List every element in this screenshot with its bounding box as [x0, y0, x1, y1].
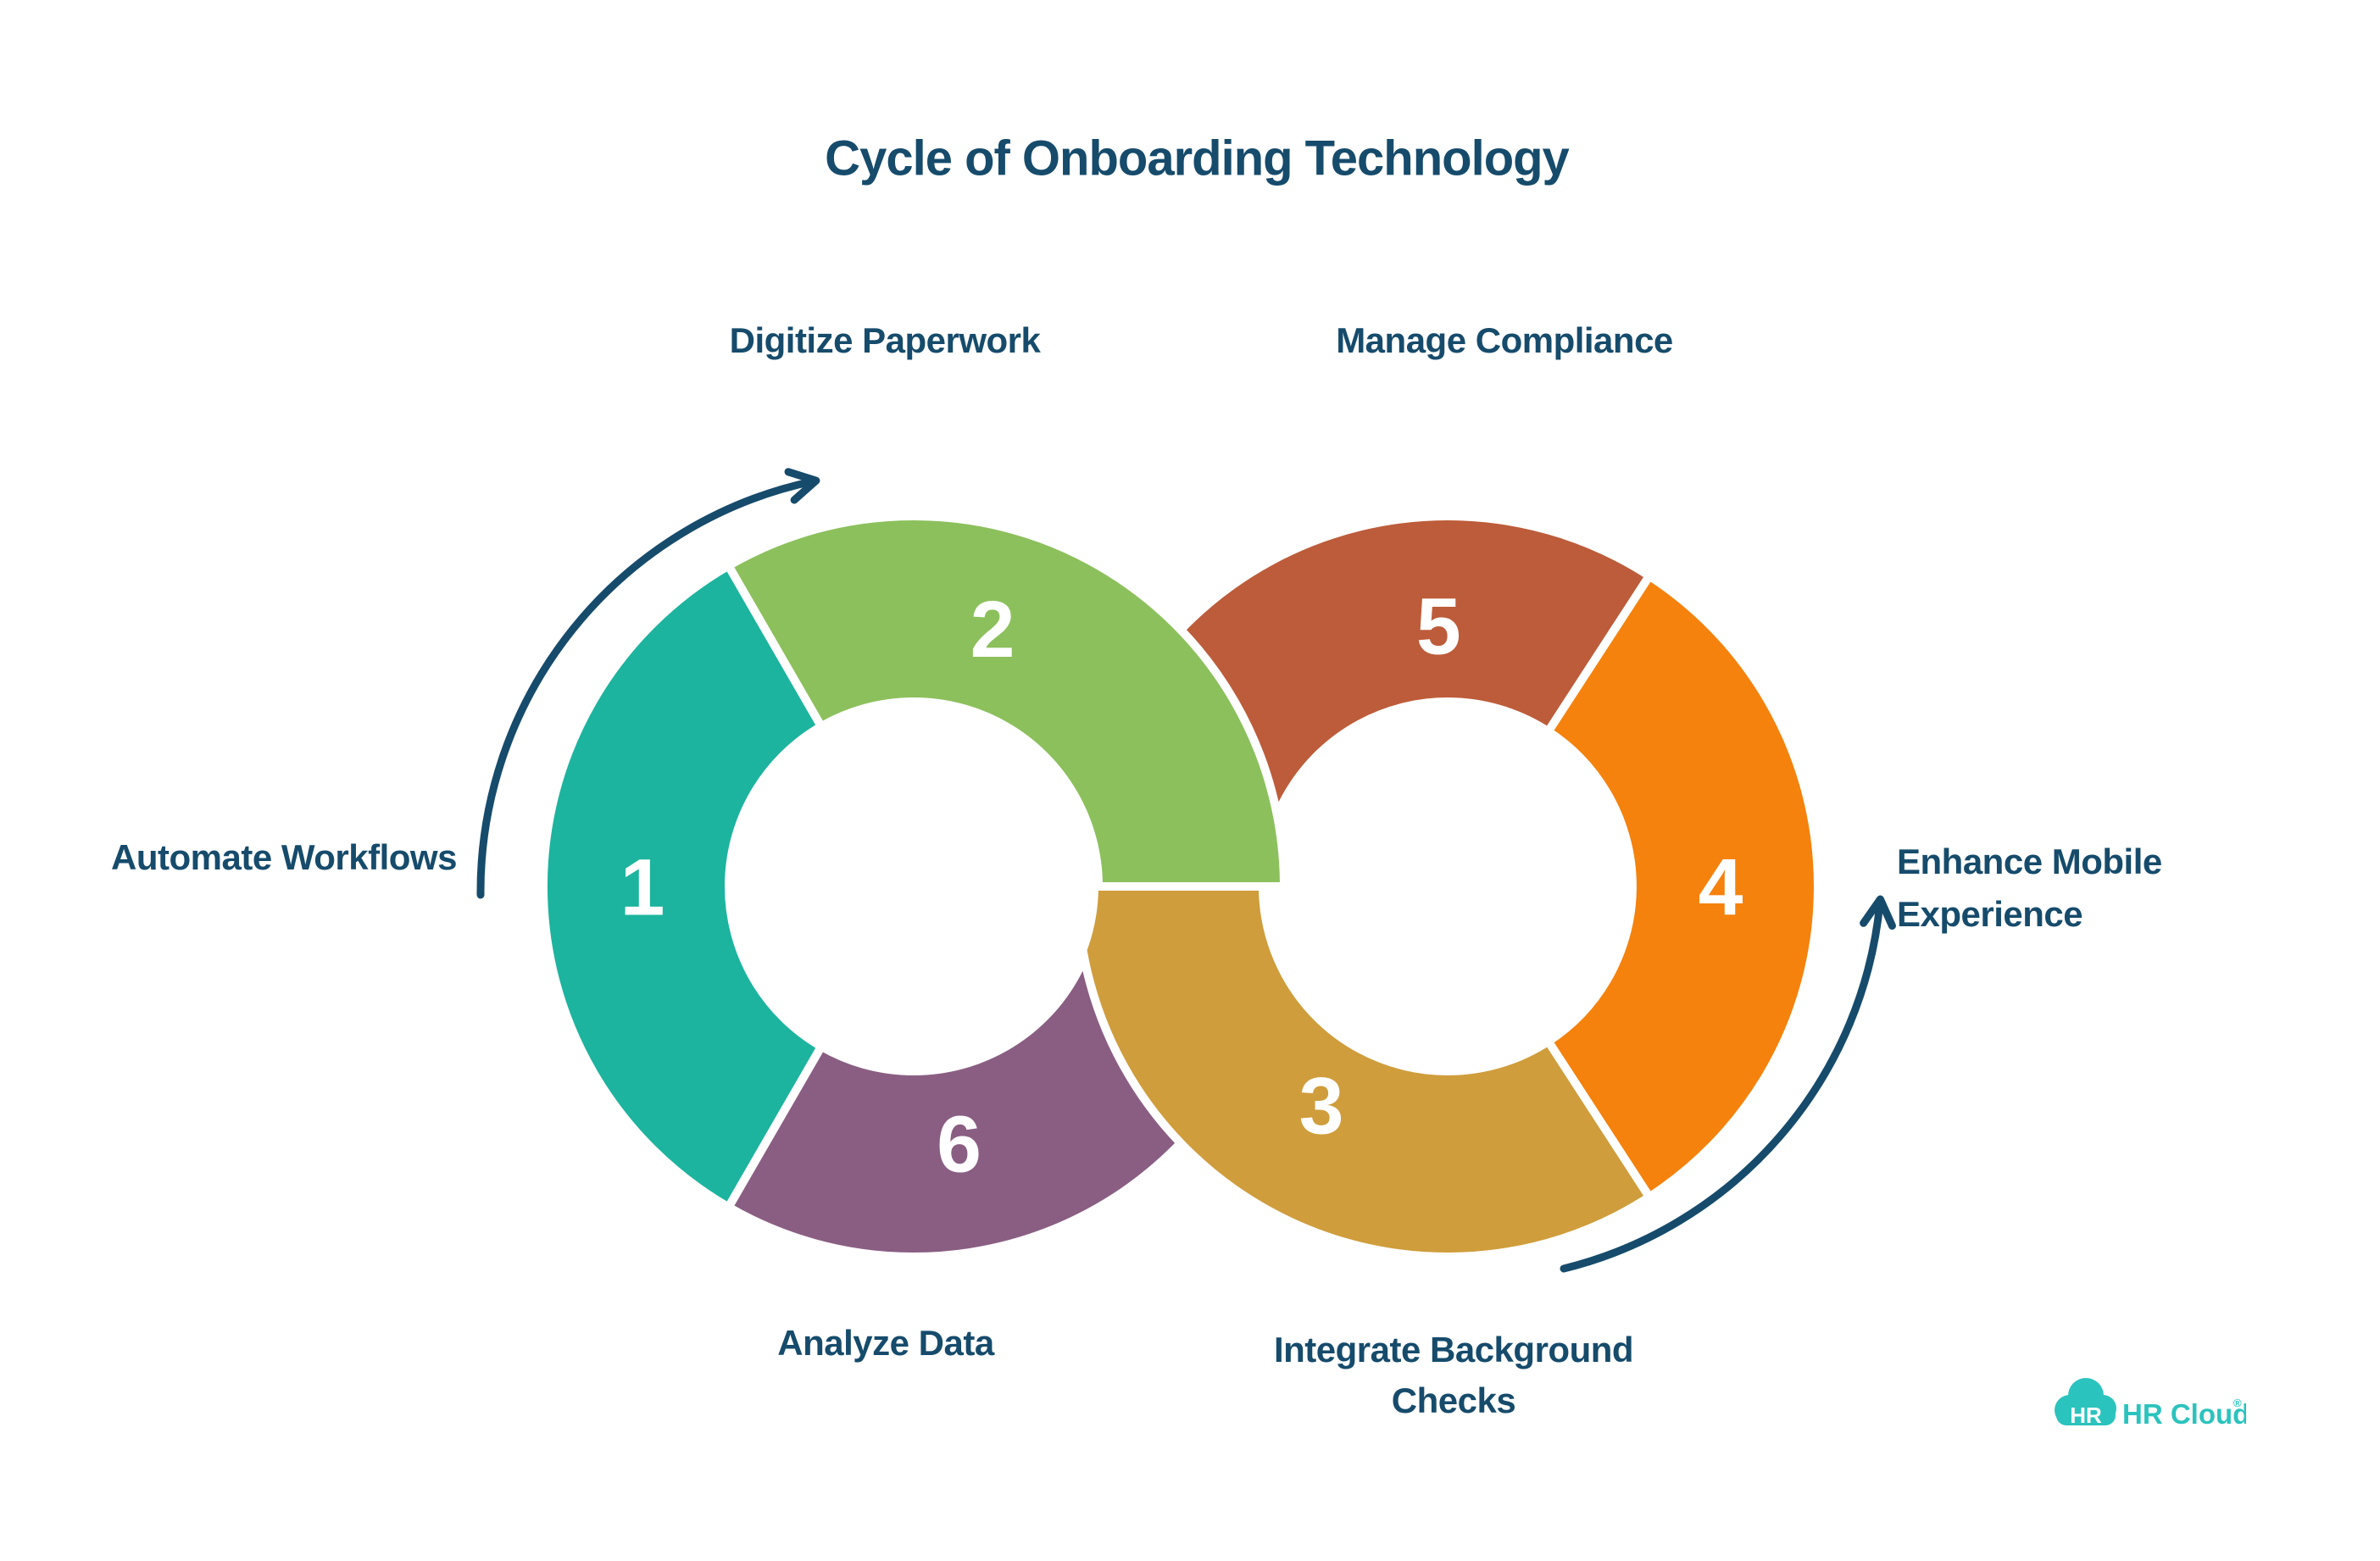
segment-number-3: 3 — [1299, 1061, 1344, 1151]
step-label-manage-compliance: Manage Compliance — [1336, 320, 1673, 360]
segment-number-6: 6 — [937, 1100, 981, 1190]
cloud-icon — [2055, 1378, 2116, 1425]
segment-number-5: 5 — [1416, 581, 1461, 671]
page-title: Cycle of Onboarding Technology — [825, 131, 1570, 186]
donut-hole-left — [729, 702, 1098, 1071]
hr-cloud-logo-svg: HR HR Cloud ® — [2055, 1378, 2249, 1430]
segment-2 — [722, 511, 1289, 891]
logo-badge-text: HR — [2070, 1403, 2102, 1428]
step-label-integrate-background-checks: Integrate Background Checks — [1273, 1325, 1634, 1426]
cycle-arrow-right — [1560, 895, 1896, 1273]
step-label-automate-workflows: Automate Workflows — [111, 837, 457, 877]
step-label-line: Integrate Background — [1273, 1330, 1634, 1369]
segment-number-2: 2 — [970, 585, 1015, 675]
segment-3 — [1072, 882, 1655, 1261]
step-label-line: Enhance Mobile — [1897, 842, 2162, 881]
step-label-analyze-data: Analyze Data — [777, 1323, 994, 1363]
hr-cloud-logo: HR HR Cloud ® — [2051, 1375, 2249, 1437]
donut-hole-right — [1263, 702, 1632, 1071]
segment-number-1: 1 — [620, 842, 665, 932]
logo-wordmark: HR Cloud — [2122, 1398, 2246, 1430]
step-label-enhance-mobile-experience: Enhance Mobile Experience — [1897, 836, 2185, 941]
step-label-line: Checks — [1391, 1380, 1516, 1420]
segment-number-4: 4 — [1699, 842, 1743, 932]
registered-trademark-icon: ® — [2233, 1397, 2242, 1409]
step-label-line: Experience — [1897, 894, 2083, 934]
step-label-digitize-paperwork: Digitize Paperwork — [729, 320, 1041, 360]
cycle-arrow-left — [476, 468, 820, 899]
